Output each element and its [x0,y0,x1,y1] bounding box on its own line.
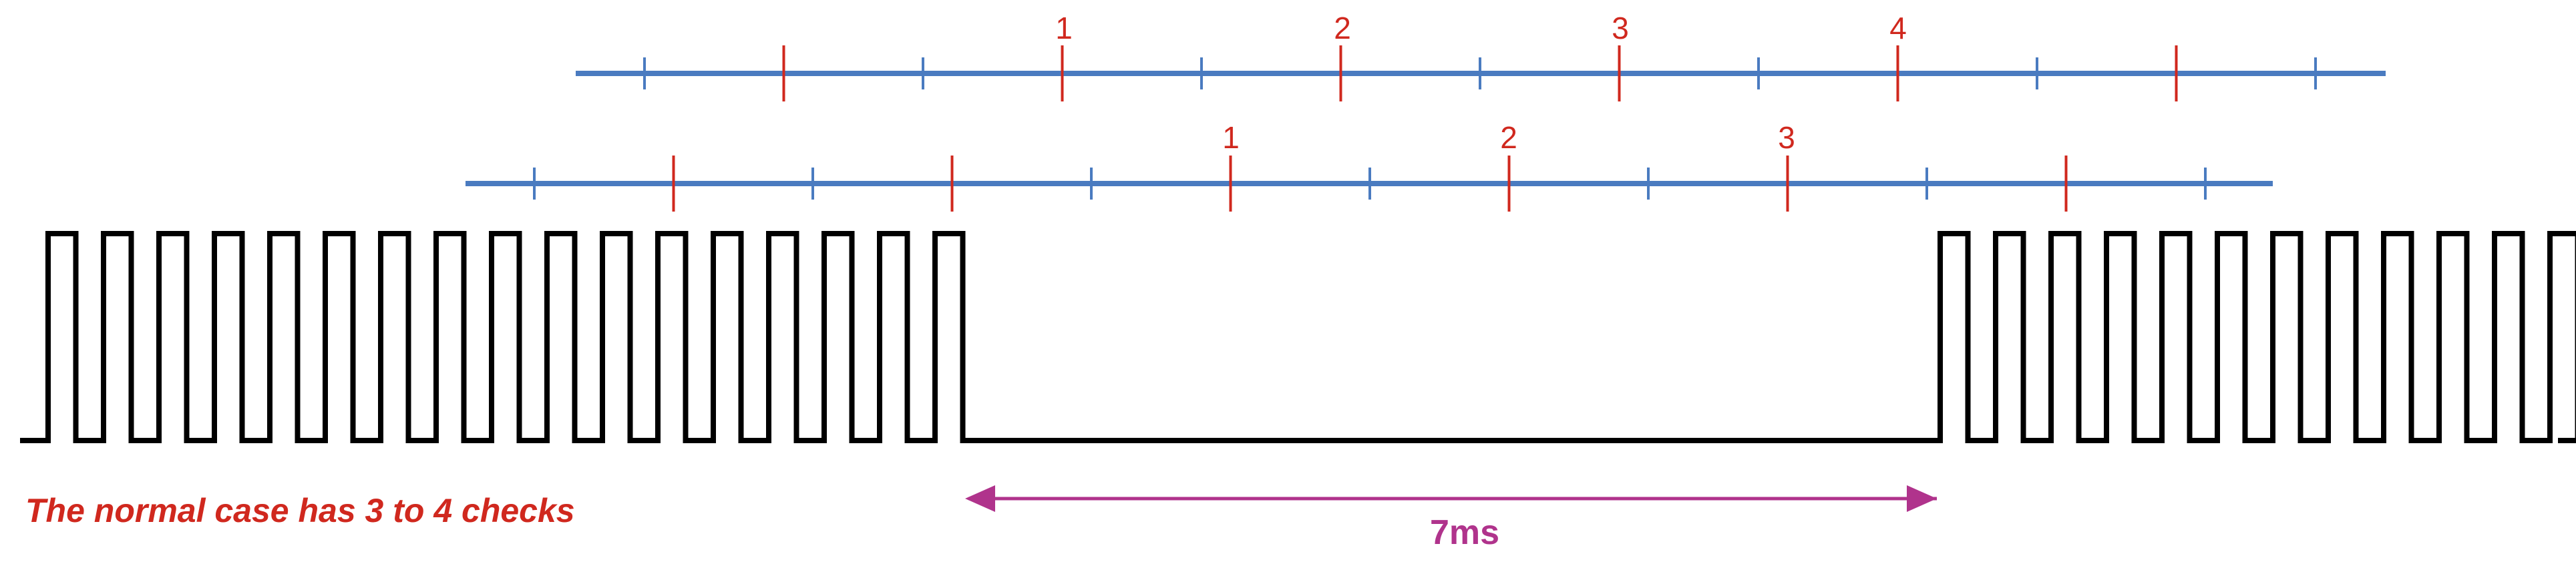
lower-timeline-labels: 1 2 3 [1222,120,1795,155]
upper-check-label-1: 1 [1055,11,1073,45]
lower-timeline: 1 2 3 [466,120,2273,212]
signal-waveform [20,231,2576,443]
upper-timeline-ticks [643,45,2317,101]
gap-duration-label: 7ms [1430,513,1499,552]
lower-timeline-ticks [533,156,2207,212]
gap-duration-marker: 7ms [965,485,1937,552]
upper-check-label-4: 4 [1889,11,1907,45]
lower-check-label-3: 3 [1778,120,1795,155]
lower-check-label-2: 2 [1500,120,1517,155]
upper-check-label-2: 2 [1334,11,1351,45]
lower-check-label-1: 1 [1222,120,1240,155]
upper-timeline-labels: 1 2 3 4 [1055,11,1907,45]
upper-check-label-3: 3 [1612,11,1629,45]
upper-timeline: 1 2 3 4 [576,11,2386,101]
diagram-caption: The normal case has 3 to 4 checks [25,492,575,529]
